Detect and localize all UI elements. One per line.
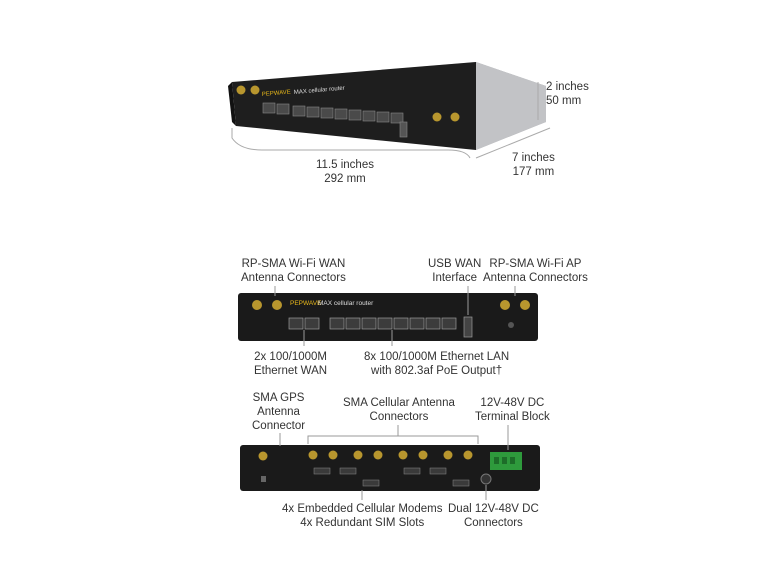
width-inches: 11.5 inches xyxy=(316,159,374,171)
eth-lan-label: 8x 100/1000M Ethernet LAN with 802.3af P… xyxy=(364,350,509,378)
height-inches: 2 inches xyxy=(546,81,589,93)
eth-wan-line2: Ethernet WAN xyxy=(254,365,328,377)
eth-lan-line2: with 802.3af PoE Output† xyxy=(371,365,503,377)
front-ethernet-ports xyxy=(262,102,404,124)
usb-wan-label: USB WAN Interface xyxy=(428,257,481,285)
gps-line2: Antenna xyxy=(257,406,300,418)
eth-wan-label: 2x 100/1000M Ethernet WAN xyxy=(254,350,327,378)
wifi-ap-line1: RP-SMA Wi-Fi AP xyxy=(489,258,582,270)
front-panel xyxy=(238,293,538,341)
usb-line1: USB WAN xyxy=(428,258,482,270)
eth-wan-line1: 2x 100/1000M xyxy=(254,351,327,363)
dc-line2: Terminal Block xyxy=(475,411,550,423)
modems-line2: 4x Redundant SIM Slots xyxy=(300,517,425,529)
usb-line2: Interface xyxy=(432,272,477,284)
dc-line1: 12V-48V DC xyxy=(480,397,545,409)
wifi-wan-line1: RP-SMA Wi-Fi WAN xyxy=(241,258,346,270)
cellular-antenna-label: SMA Cellular Antenna Connectors xyxy=(343,396,455,424)
wifi-wan-line2: Antenna Connectors xyxy=(241,272,346,284)
svg-text:PEPWAVE: PEPWAVE xyxy=(262,89,291,98)
wifi-wan-label: RP-SMA Wi-Fi WAN Antenna Connectors xyxy=(241,257,346,285)
dc-terminal-label: 12V-48V DC Terminal Block xyxy=(475,396,550,424)
gps-line3: Connector xyxy=(252,420,306,432)
svg-text:PEPWAVE: PEPWAVE xyxy=(290,300,322,307)
height-label: 2 inches 50 mm xyxy=(546,80,589,108)
front-antenna-connectors xyxy=(236,85,460,122)
depth-dimension-line xyxy=(475,127,551,159)
eth-lan-line1: 8x 100/1000M Ethernet LAN xyxy=(364,351,510,363)
depth-mm: 177 mm xyxy=(512,166,555,178)
svg-text:MAX cellular router: MAX cellular router xyxy=(294,86,345,96)
router-front-face xyxy=(232,62,476,150)
width-label: 11.5 inches 292 mm xyxy=(316,158,374,186)
dual-dc-label: Dual 12V-48V DC Connectors xyxy=(448,502,539,530)
depth-inches: 7 inches xyxy=(512,152,555,164)
cell-line1: SMA Cellular Antenna xyxy=(343,397,455,409)
wifi-ap-line2: Antenna Connectors xyxy=(483,272,588,284)
gps-label: SMA GPS Antenna Connector xyxy=(252,391,305,433)
modems-label: 4x Embedded Cellular Modems 4x Redundant… xyxy=(282,502,442,530)
dual-dc-line1: Dual 12V-48V DC xyxy=(448,503,539,515)
front-usb-port xyxy=(399,121,408,138)
height-mm: 50 mm xyxy=(546,95,582,107)
depth-label: 7 inches 177 mm xyxy=(512,151,555,179)
cell-line2: Connectors xyxy=(369,411,429,423)
wifi-ap-label: RP-SMA Wi-Fi AP Antenna Connectors xyxy=(483,257,588,285)
dual-dc-line2: Connectors xyxy=(463,517,523,529)
width-dimension-line xyxy=(231,128,471,159)
gps-line1: SMA GPS xyxy=(252,392,305,404)
svg-text:MAX cellular router: MAX cellular router xyxy=(318,300,374,307)
width-mm: 292 mm xyxy=(324,173,366,185)
modems-line1: 4x Embedded Cellular Modems xyxy=(282,503,443,515)
